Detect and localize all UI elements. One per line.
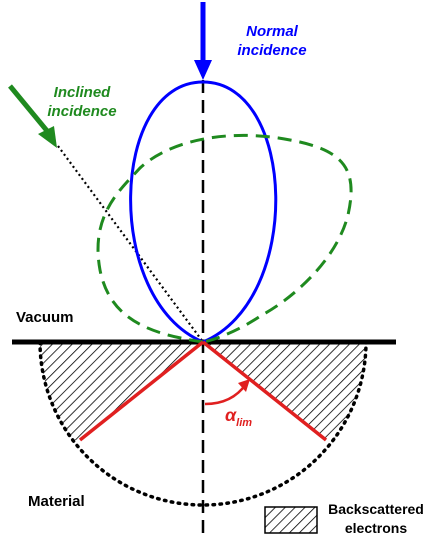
vacuum-label: Vacuum	[16, 309, 74, 326]
normal-label-line2: incidence	[230, 41, 314, 60]
alpha-symbol: α	[225, 405, 236, 425]
alpha-subscript: lim	[236, 417, 252, 429]
inclined-label-line2: incidence	[40, 102, 124, 121]
alpha-lim-label: αlim	[225, 405, 252, 426]
normal-incidence-arrow	[194, 2, 212, 80]
legend-label-line2: electrons	[322, 519, 430, 538]
normal-incidence-label: Normal incidence	[230, 22, 314, 60]
inclined-incidence-label: Inclined incidence	[40, 83, 124, 121]
inclined-incidence-lobe	[98, 135, 351, 342]
legend-label-line1: Backscattered	[322, 500, 430, 519]
legend-swatch	[265, 507, 317, 533]
normal-label-line1: Normal	[230, 22, 314, 41]
angle-arc	[205, 384, 246, 404]
inclined-label-line1: Inclined	[40, 83, 124, 102]
legend-label: Backscattered electrons	[322, 500, 430, 538]
material-label: Material	[28, 493, 85, 510]
